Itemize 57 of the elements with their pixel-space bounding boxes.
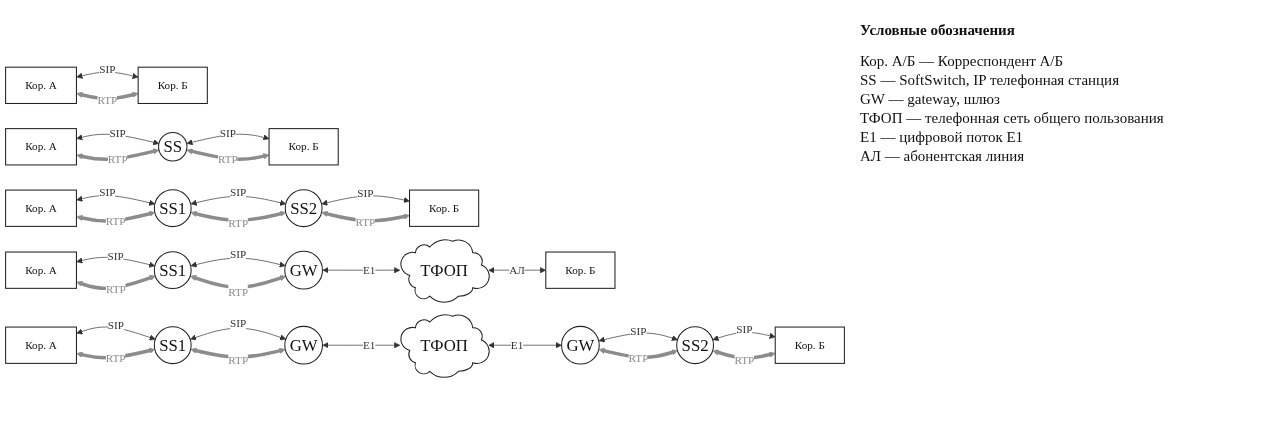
node-box: Кор. Б (137, 66, 208, 105)
legend-entry: GW — gateway, шлюз (860, 91, 1001, 108)
legend-entry: ТФОП — телефонная сеть общего пользования (860, 110, 1165, 127)
edge-label: RTP (217, 153, 238, 166)
node-circle: GW (561, 325, 600, 365)
node-box: Кор. А (5, 66, 77, 105)
edge-label: RTP (105, 215, 126, 228)
edge-label: SIP (109, 127, 126, 140)
edge-label: E1 (362, 263, 376, 276)
legend-entry: SS — SoftSwitch, IP телефонная станция (860, 72, 1121, 89)
edge-label: RTP (107, 153, 128, 166)
arrow (186, 148, 270, 162)
node-circle: GW (284, 325, 323, 365)
edge-label: RTP (105, 352, 126, 365)
node-box: Кор. Б (774, 326, 845, 364)
node-circle: SS1 (153, 189, 192, 228)
arrow (598, 347, 678, 360)
node-box: Кор. А (5, 128, 77, 166)
edge-label: SIP (357, 187, 374, 200)
edge-label: SIP (99, 186, 116, 199)
node-circle: SS1 (153, 251, 192, 290)
edge-label: SIP (736, 323, 753, 336)
node-box: Кор. А (5, 326, 77, 364)
edge-label: RTP (105, 283, 126, 296)
node-circle: GW (284, 250, 323, 290)
edge-label: E1 (510, 338, 524, 351)
node-circle: SS2 (676, 326, 715, 365)
edge-label: RTP (355, 216, 376, 229)
legend-entry: АЛ — абонентская линия (860, 148, 1026, 165)
node-box: Кор. Б (409, 189, 480, 227)
edge-label: SIP (630, 325, 647, 338)
edge-label: SIP (230, 316, 247, 329)
edge-label: SIP (219, 127, 236, 140)
edge-label: RTP (228, 217, 249, 230)
edge-label: RTP (97, 94, 118, 107)
edge-label: SIP (230, 186, 247, 199)
edge-label: АЛ (509, 263, 525, 276)
edge-label: RTP (228, 286, 249, 298)
edge-label: RTP (628, 352, 649, 365)
legend-entry: Кор. А/Б — Корреспондент А/Б (860, 53, 1065, 70)
node-box: Кор. Б (545, 251, 616, 289)
legend-entry: Е1 — цифровой поток Е1 (860, 129, 1025, 146)
node-box: Кор. Б (268, 128, 339, 166)
edge-label: SIP (107, 250, 124, 263)
node-box: Кор. А (5, 189, 77, 227)
edge-label: SIP (99, 63, 116, 76)
edge-label: RTP (734, 354, 755, 367)
node-box: Кор. А (5, 251, 77, 289)
arrow (190, 275, 287, 290)
edge-label: RTP (228, 354, 249, 367)
edge-label: SIP (107, 319, 124, 332)
edge-label: SIP (230, 248, 247, 261)
edge-label: E1 (362, 338, 376, 351)
node-circle: SS (158, 132, 188, 162)
legend-heading: Условные обозначения (860, 22, 1016, 39)
node-circle: SS2 (284, 189, 323, 228)
node-circle: SS1 (153, 326, 192, 365)
